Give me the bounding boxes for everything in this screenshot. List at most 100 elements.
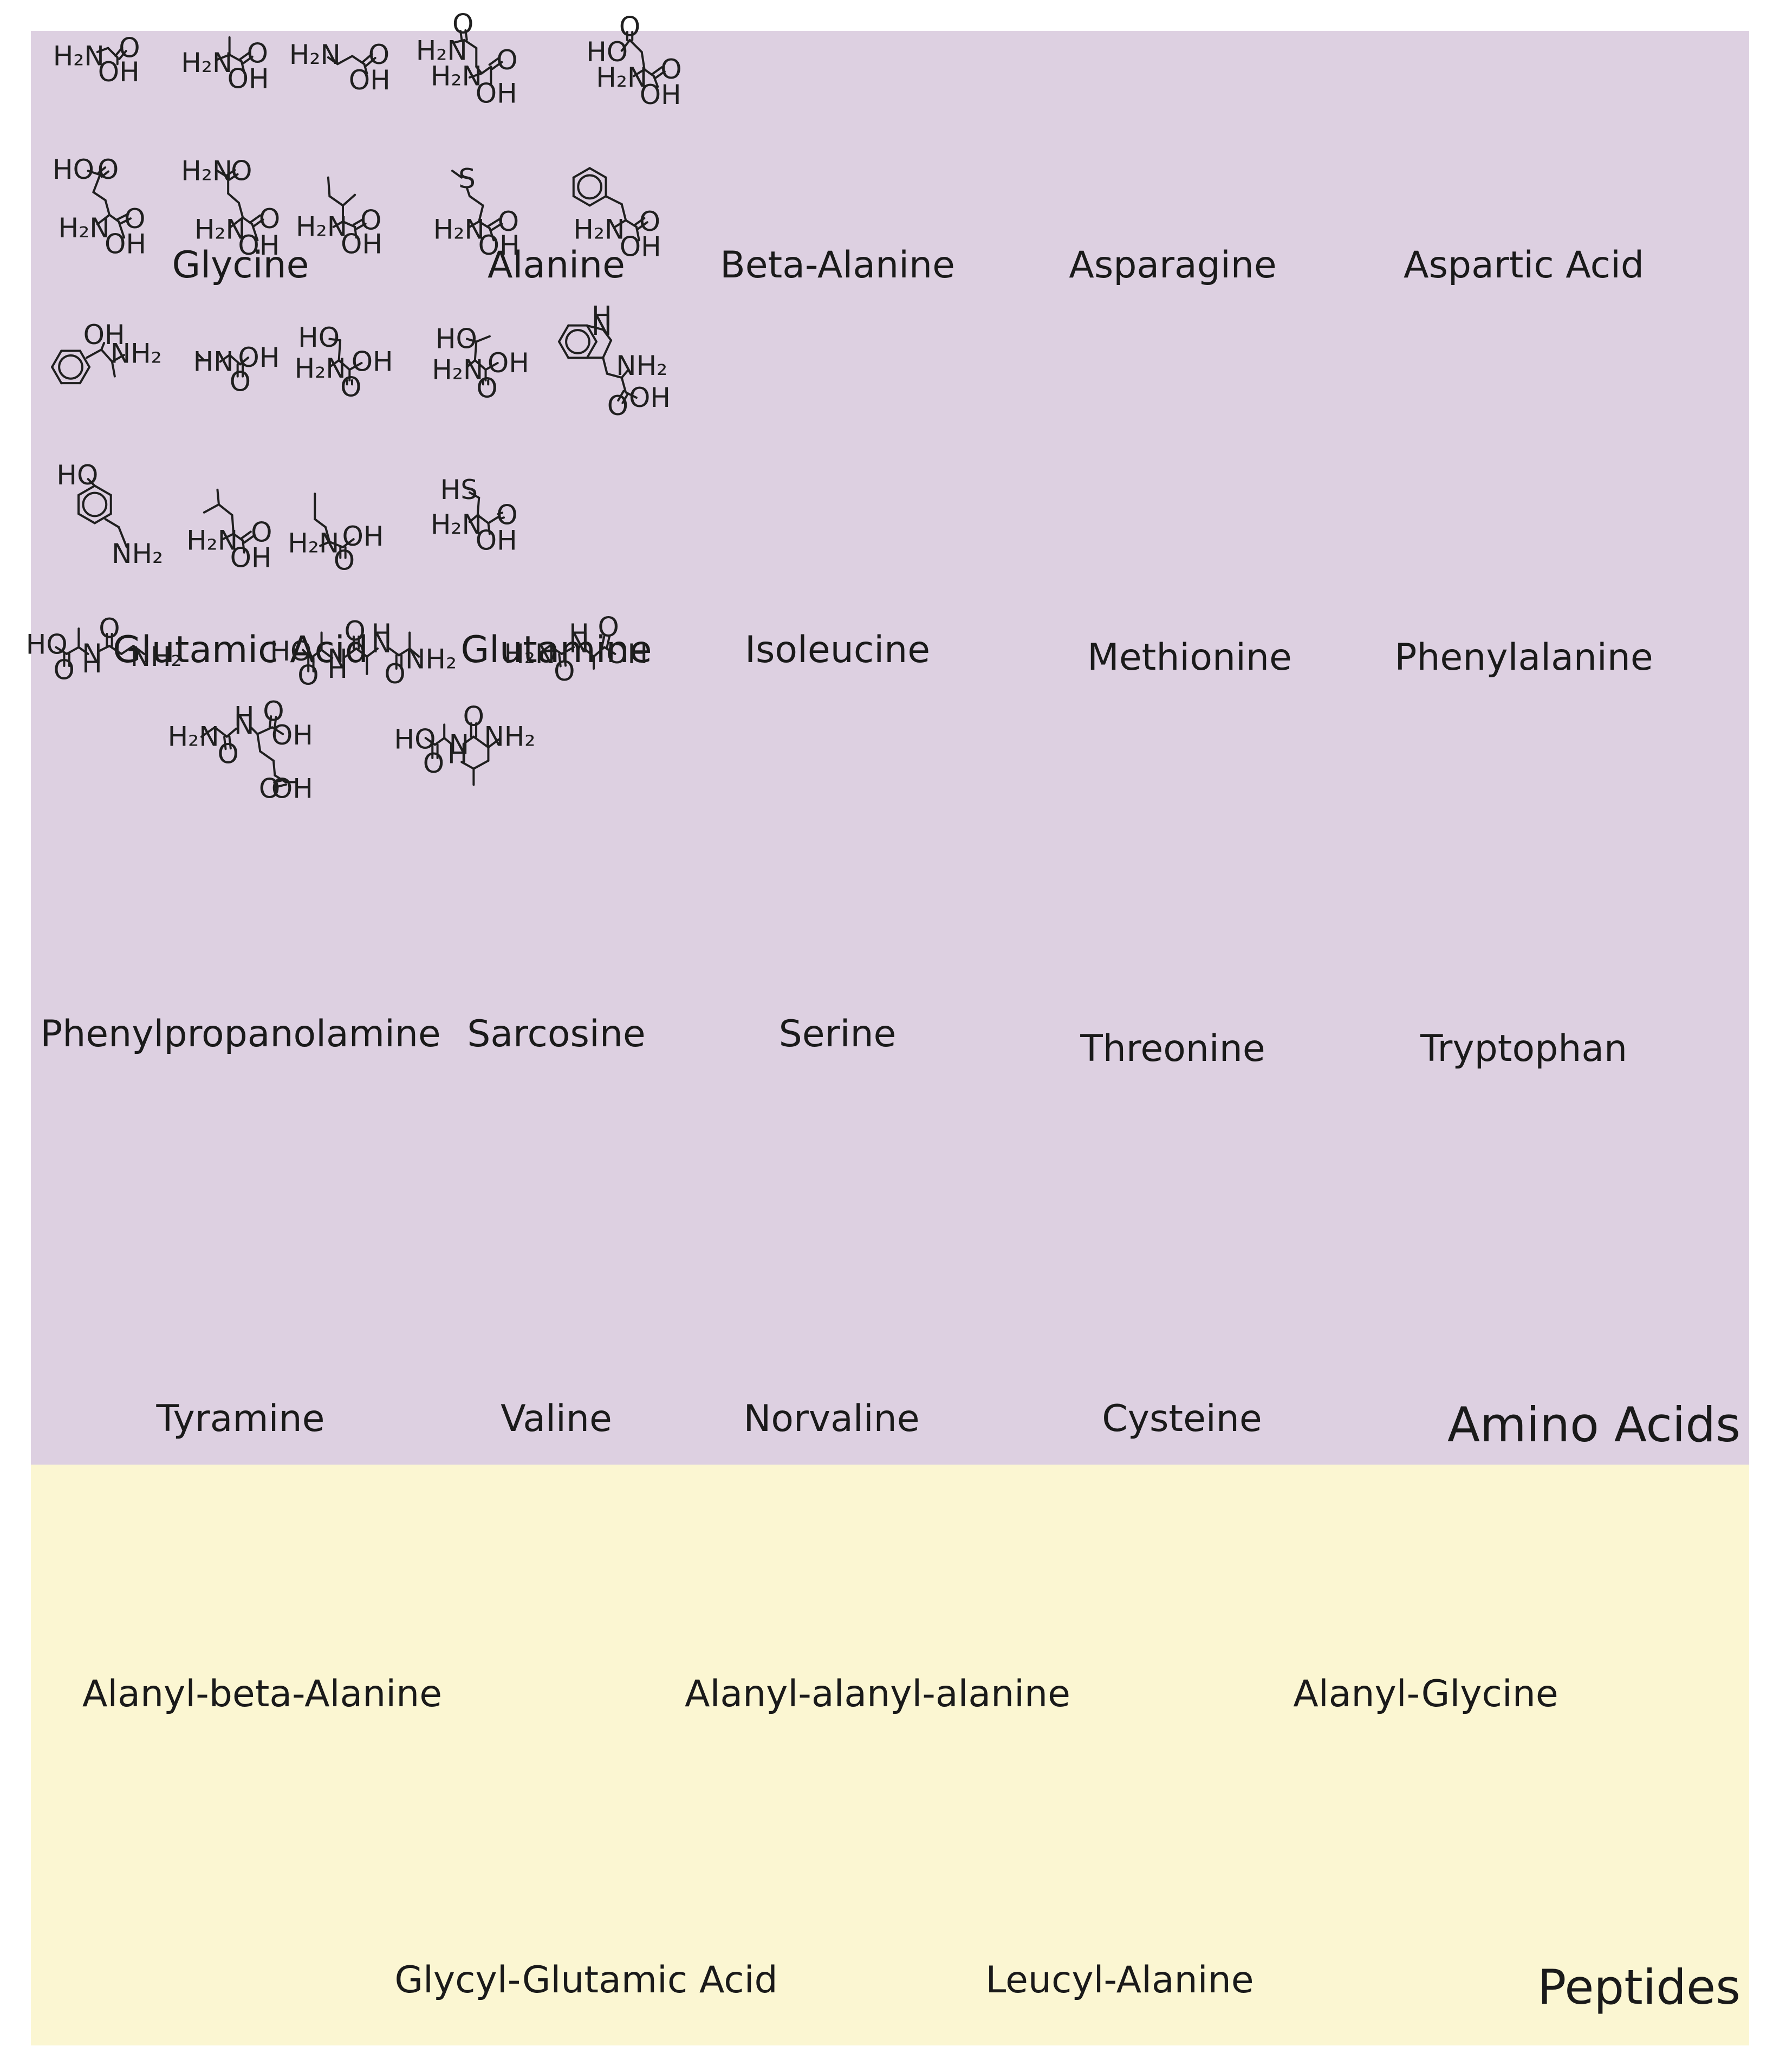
bond bbox=[463, 735, 475, 744]
atom-label-h2n: H₂N bbox=[288, 527, 339, 559]
bond bbox=[586, 324, 605, 331]
bond bbox=[228, 53, 243, 63]
bond bbox=[583, 648, 595, 658]
bond bbox=[66, 646, 80, 655]
bond bbox=[472, 735, 490, 749]
molecule-name-phenylalanine: Phenylalanine bbox=[1394, 636, 1653, 679]
bond bbox=[196, 352, 204, 360]
molecule-name-alanine: Alanine bbox=[488, 244, 625, 287]
bond bbox=[466, 338, 478, 343]
atom-label-ho: HO bbox=[270, 636, 311, 667]
bond bbox=[320, 649, 334, 659]
atom-label-ho: HO bbox=[586, 36, 628, 68]
atom-label-h2n: H₂N bbox=[296, 211, 347, 243]
molecule-name-beta-alanine: Beta-Alanine bbox=[720, 244, 955, 287]
bond bbox=[93, 513, 112, 525]
bond bbox=[259, 750, 275, 762]
atom-label-o: O bbox=[498, 206, 519, 237]
molecule-name-alanyl-alanyl-alanine: Alanyl-alanyl-alanine bbox=[685, 1673, 1070, 1715]
atom-label-oh: OH bbox=[271, 773, 313, 805]
atom-label-oh: OH bbox=[476, 77, 517, 109]
bond bbox=[79, 349, 91, 368]
bond bbox=[328, 338, 342, 342]
bond bbox=[98, 645, 111, 652]
atom-label-o: O bbox=[463, 701, 484, 733]
bond bbox=[620, 38, 631, 52]
bond bbox=[588, 195, 607, 207]
molecule-name-isoleucine: Isoleucine bbox=[745, 629, 930, 671]
bond bbox=[314, 518, 327, 528]
bond bbox=[473, 359, 487, 371]
bond bbox=[274, 783, 288, 788]
molecule-name-glycine: Glycine bbox=[172, 244, 309, 287]
atom-label-o: O bbox=[607, 390, 628, 422]
bond bbox=[114, 47, 124, 57]
bond bbox=[473, 340, 478, 362]
atom-label-o: O bbox=[660, 54, 681, 85]
bond bbox=[273, 778, 286, 784]
atom-label-n: N bbox=[449, 729, 469, 760]
bond bbox=[215, 53, 231, 61]
atom-label-h2n: H₂N bbox=[432, 354, 483, 385]
atom-label-nh2: NH₂ bbox=[616, 350, 667, 381]
bond bbox=[250, 726, 259, 735]
bond bbox=[230, 216, 244, 228]
atom-label-o: O bbox=[98, 154, 119, 185]
atom-label-o: O bbox=[230, 366, 251, 397]
atom-label-h2n: H₂N bbox=[295, 353, 346, 384]
atom-label-oh: OH bbox=[342, 521, 384, 552]
bond bbox=[252, 218, 264, 228]
section-title-peptides: Peptides bbox=[1537, 1959, 1740, 2015]
atom-label-h: H bbox=[569, 618, 589, 650]
bond bbox=[475, 335, 491, 343]
atom-label-oh: OH bbox=[98, 56, 140, 88]
bond bbox=[217, 503, 233, 516]
bond bbox=[606, 634, 611, 649]
atom-label-h2n: H₂N bbox=[416, 35, 467, 67]
atom-label-h2n: H₂N bbox=[181, 155, 232, 186]
atom-label-ho: HO bbox=[56, 459, 98, 491]
molecule-name-leucyl-alanine: Leucyl-Alanine bbox=[985, 1959, 1254, 2002]
bond bbox=[242, 55, 254, 65]
atom-label-h2n: H₂N bbox=[596, 62, 647, 93]
bond bbox=[476, 514, 490, 525]
bond bbox=[240, 60, 245, 74]
bond bbox=[327, 176, 331, 198]
bond bbox=[104, 199, 111, 216]
bond bbox=[120, 645, 135, 655]
atom-label-hn: HN bbox=[193, 346, 234, 377]
atom-label-o: O bbox=[496, 500, 517, 531]
molecule-name-serine: Serine bbox=[779, 1013, 897, 1056]
bond bbox=[341, 538, 355, 548]
bond bbox=[488, 227, 495, 242]
atom-label-nh2: NH₂ bbox=[405, 644, 457, 675]
atom-label-h: H bbox=[372, 618, 392, 650]
bond bbox=[640, 51, 646, 71]
atom-label-h: H bbox=[82, 648, 102, 679]
aromatic-ring-circle bbox=[82, 491, 108, 517]
bond bbox=[104, 518, 120, 528]
bond bbox=[408, 648, 420, 658]
molecule-name-asparagine: Asparagine bbox=[1069, 244, 1276, 287]
bond bbox=[593, 646, 606, 658]
bond bbox=[77, 646, 89, 655]
bond bbox=[468, 514, 479, 523]
atom-label-o: O bbox=[598, 612, 619, 643]
bond bbox=[228, 354, 242, 366]
bond bbox=[77, 484, 96, 496]
bond bbox=[216, 488, 220, 506]
bond bbox=[227, 192, 240, 204]
molecule-name-tryptophan: Tryptophan bbox=[1420, 1027, 1627, 1070]
molecule-name-valine: Valine bbox=[501, 1397, 612, 1440]
atom-label-oh: OH bbox=[83, 319, 125, 351]
atom-label-nh2: NH₂ bbox=[112, 538, 163, 569]
bond bbox=[355, 648, 368, 658]
bond bbox=[213, 726, 228, 738]
atom-label-o: O bbox=[217, 739, 238, 770]
